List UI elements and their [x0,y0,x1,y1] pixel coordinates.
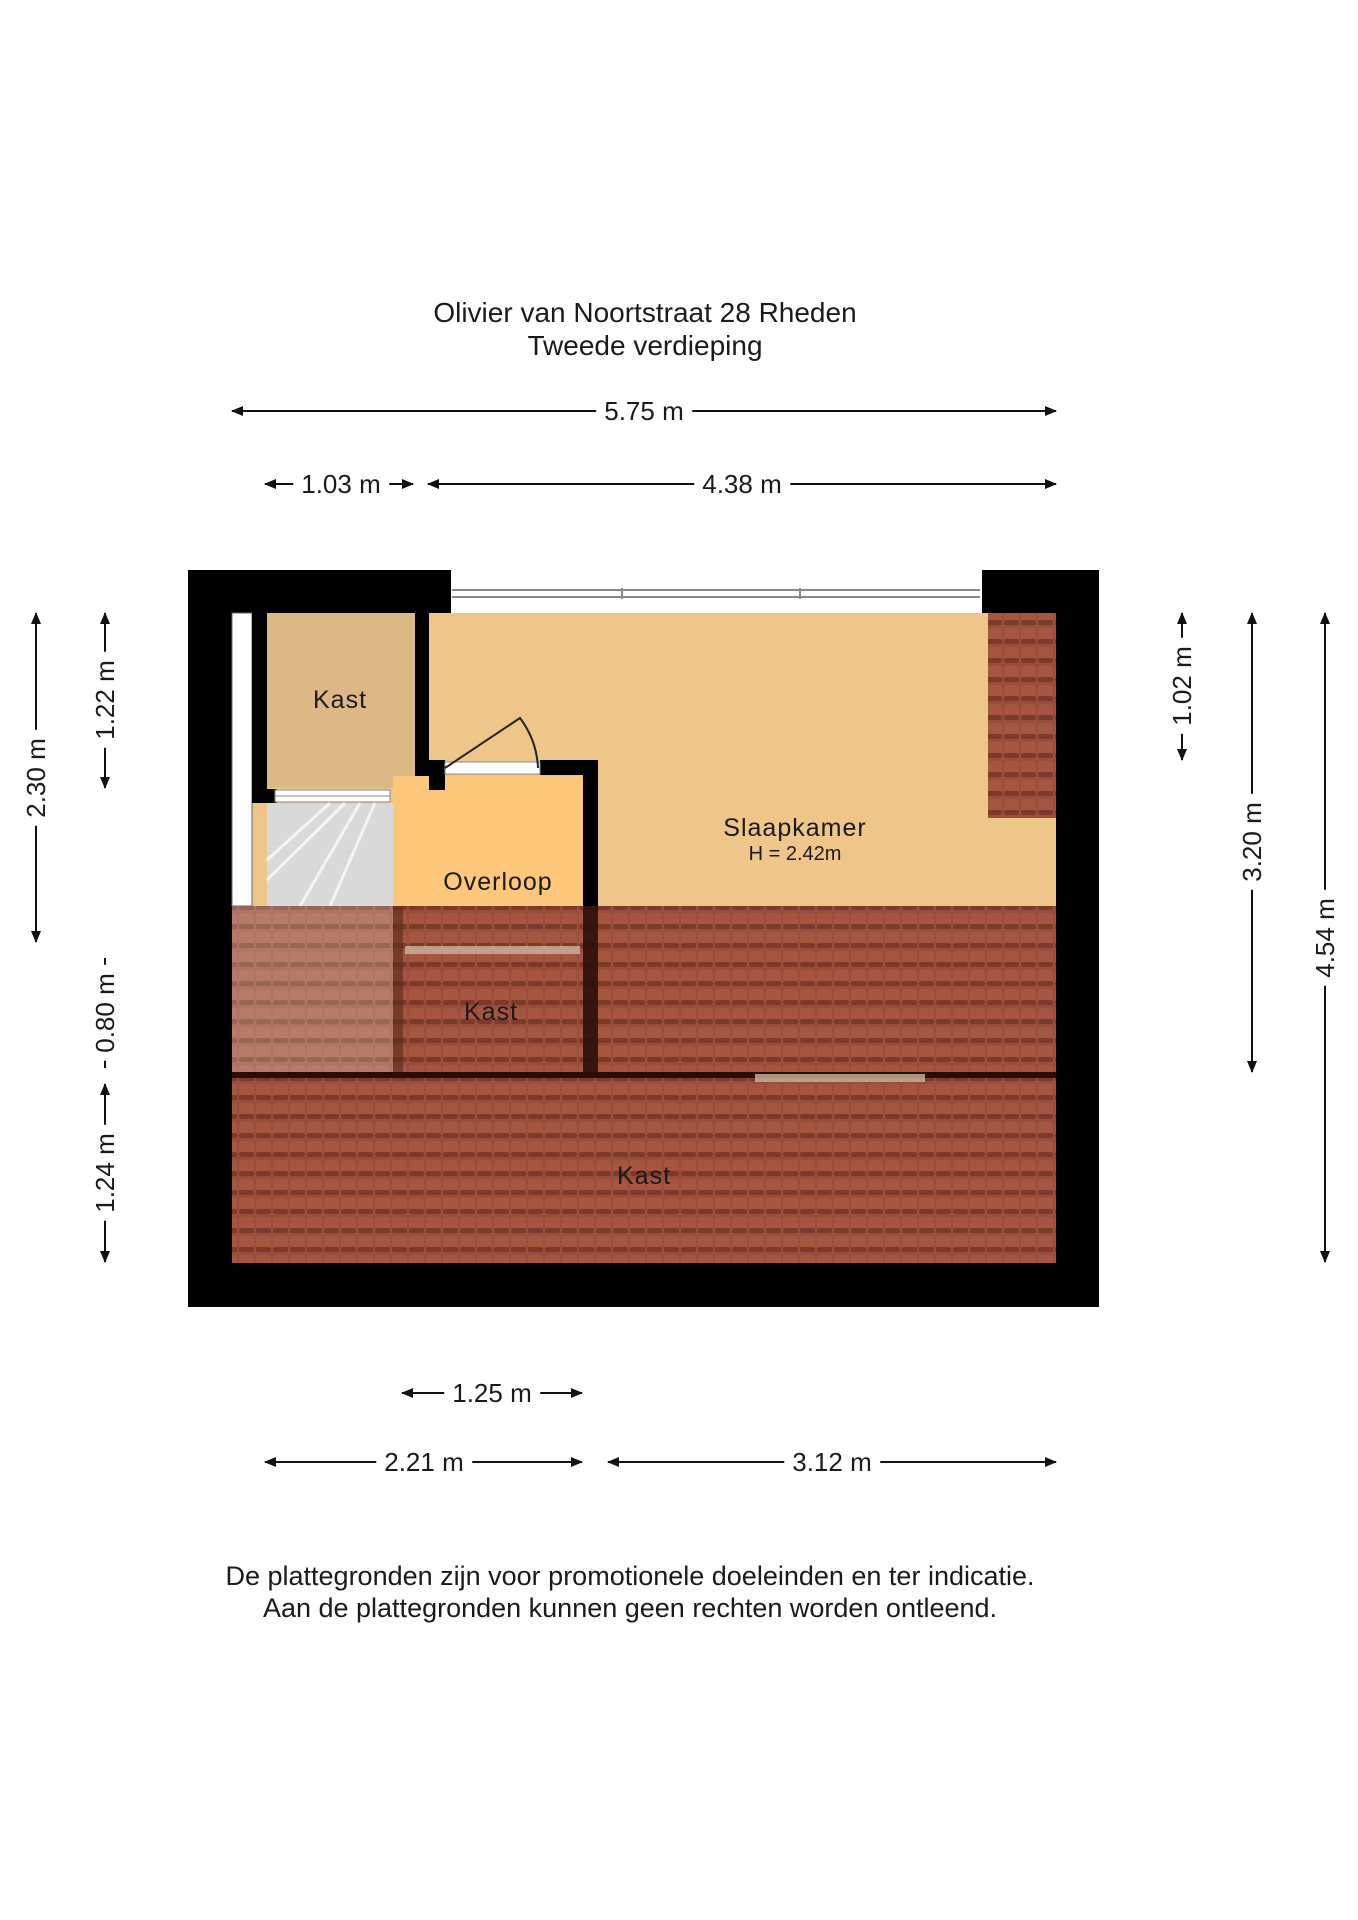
kast-bottom-label: Kast [616,1162,672,1190]
dim-right-mid: 3.20 m [1237,794,1267,890]
roof-middle-band [232,906,1056,1074]
dim-bottom-left: 2.21 m [376,1447,472,1477]
floor-title: Tweede verdieping [527,330,763,361]
address-title: Olivier van Noortstraat 28 Rheden [433,297,857,328]
dim-left-inner-mid: 0.80 m [90,965,120,1061]
slaapkamer-height: H = 2.42m [748,843,842,865]
disclaimer-line-2: Aan de plattegronden kunnen geen rechten… [262,1593,998,1623]
dimension-lines [31,406,1330,1467]
kast-top-room [267,613,415,788]
dim-right-outer: 4.54 m [1310,890,1340,986]
dim-right-inner: 1.02 m [1167,638,1197,734]
dim-top-right: 4.38 m [694,469,790,499]
dim-bottom-right: 3.12 m [784,1447,880,1477]
slaapkamer-name: Slaapkamer [723,814,867,842]
dim-top-total: 5.75 m [596,396,692,426]
dim-left-inner-top: 1.22 m [90,652,120,748]
kast-middle-label: Kast [463,998,519,1026]
roof-right-top [988,613,1056,818]
slaapkamer-label: Slaapkamer H = 2.42m [723,813,866,865]
roof-bottom-band [232,1074,1056,1263]
top-window [451,570,982,613]
kast-top-label: Kast [312,686,368,714]
dim-bottom-top: 1.25 m [444,1378,540,1408]
dim-top-left: 1.03 m [293,469,389,499]
dim-left-inner-bottom: 1.24 m [90,1125,120,1221]
overloop-label: Overloop [443,868,553,896]
disclaimer-line-1: De plattegronden zijn voor promotionele … [225,1561,1035,1591]
dim-left-outer: 2.30 m [21,730,51,826]
door-swing [444,716,539,769]
overloop-room [393,776,583,906]
